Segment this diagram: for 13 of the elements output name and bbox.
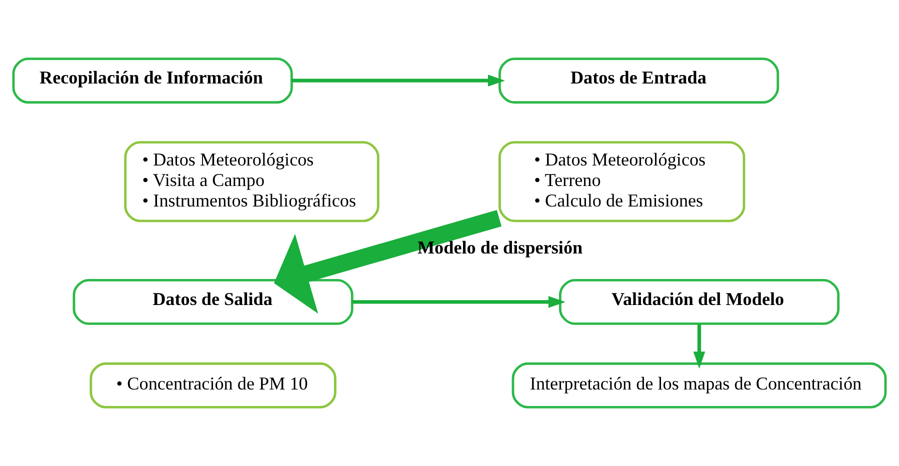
node-box: Datos de Salida [72, 278, 354, 325]
arrow [292, 74, 505, 87]
node-box: • Concentración de PM 10 [90, 362, 336, 408]
node-box: • Datos Meteorológicos • Visita a Campo • Instrumentos Bibliográficos [124, 141, 380, 222]
arrow [693, 324, 706, 369]
edge-label: Modelo de dispersión [417, 238, 583, 258]
node-box: Recopilación de Información [12, 58, 293, 104]
node-box: Datos de Entrada [498, 58, 780, 104]
arrow [274, 210, 502, 314]
node-box: Interpretación de los mapas de Concentración [512, 362, 887, 408]
node-box: Validación del Modelo [558, 278, 840, 325]
arrow [352, 296, 566, 308]
node-box: • Datos Meteorológicos • Terreno • Calculo de Emisiones [498, 141, 746, 222]
